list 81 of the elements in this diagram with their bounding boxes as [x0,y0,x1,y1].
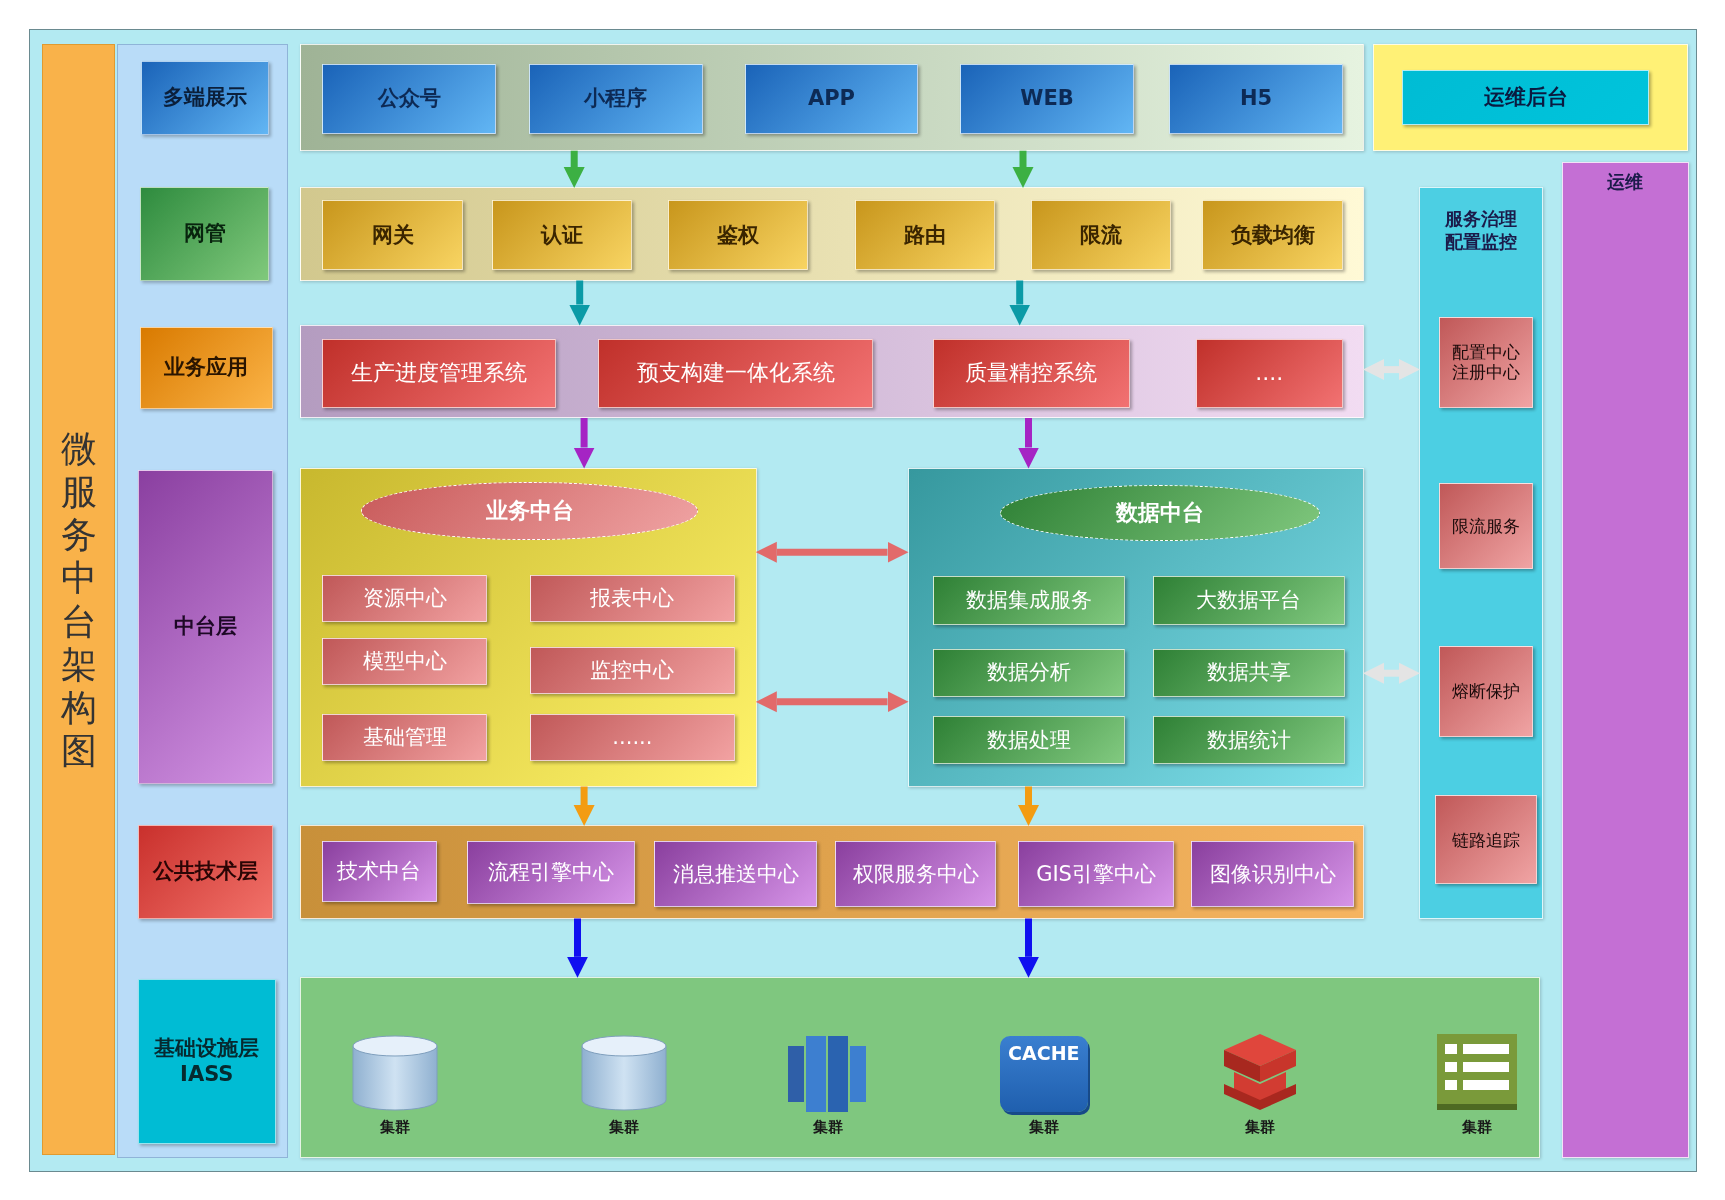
module-box: 预支构建一体化系统 [598,338,874,408]
layer-panel [300,976,1540,1159]
module-box: 监控中心 [530,646,735,694]
module-box: 链路追踪 [1435,795,1537,885]
arrow [1012,150,1034,188]
module-box: 质量精控系统 [932,338,1130,408]
module-box: 负载均衡 [1202,200,1343,271]
module-box: 消息推送中心 [654,841,818,908]
module-box: 大数据平台 [1152,576,1346,625]
arrow [563,150,585,188]
layer-panel [907,467,1364,787]
arrow [755,541,909,563]
module-box: 配置中心注册中心 [1438,316,1534,408]
layer-label: 基础设施层 IASS [137,979,277,1144]
module-box: 网关 [322,200,463,271]
module-box: 数据共享 [1152,648,1346,698]
cluster-label: 集群 [813,1118,844,1138]
icon-text: CACHE [1008,1042,1080,1065]
module-box: WEB [960,63,1134,135]
arrow [1363,359,1420,381]
layer-panel [1372,44,1689,151]
cluster-label: 集群 [1028,1118,1059,1138]
layer-panel [300,467,757,787]
arrow [1018,418,1039,469]
layer-label: 网管 [139,187,270,281]
module-box: APP [744,63,919,135]
layer-panel [1562,161,1689,1159]
cluster-label: 集群 [1245,1118,1276,1138]
module-box: 技术中台 [322,841,437,902]
arrow [567,918,588,978]
module-box: 数据分析 [932,648,1126,698]
arrow [1018,786,1039,826]
platform-ellipse: 数据中台 [999,485,1320,542]
platform-ellipse: 业务中台 [360,481,699,540]
arrow [1363,662,1420,684]
layer-panel [300,324,1364,418]
layer-panel [300,187,1364,281]
module-box: 生产进度管理系统 [322,338,557,408]
module-box: 运维后台 [1402,70,1649,126]
panel-heading: 运维 [1606,170,1645,194]
arrow [1018,918,1039,978]
module-box: 路由 [854,200,996,271]
module-box: .... [1195,338,1343,408]
module-box: ...... [530,713,735,762]
module-box: 限流 [1030,200,1172,271]
layer-panel [300,825,1364,919]
arrow [573,418,595,469]
module-box: 数据处理 [932,716,1126,765]
layer-label: 业务应用 [139,326,273,410]
module-box: GIS引擎中心 [1018,841,1174,908]
layer-label: 多端展示 [140,60,270,136]
layer-label: 中台层 [137,469,273,785]
arrow [1009,280,1031,326]
cluster-label: 集群 [1462,1118,1493,1138]
module-box: H5 [1169,63,1343,135]
arrow [569,280,591,326]
module-box: 鉴权 [667,200,809,271]
module-box: 认证 [491,200,633,271]
arrow [573,786,595,826]
module-box: 数据集成服务 [932,576,1126,625]
panel-heading: 服务治理配置监控 [1444,208,1519,253]
title-band [41,44,116,1155]
module-box: 报表中心 [530,575,735,623]
module-box: 图像识别中心 [1191,841,1354,908]
module-box: 权限服务中心 [834,841,997,908]
module-box: 公众号 [322,63,496,135]
vertical-title: 微服务中台架构图 [60,426,97,773]
module-box: 限流服务 [1438,482,1534,569]
module-box: 模型中心 [322,637,488,686]
module-box: 数据统计 [1152,716,1346,765]
module-box: 流程引擎中心 [467,841,635,905]
module-box: 熔断保护 [1438,645,1534,737]
arrow [755,691,909,713]
cluster-label: 集群 [379,1118,410,1138]
cluster-label: 集群 [608,1118,639,1138]
layer-panel [1419,187,1544,919]
module-box: 小程序 [529,63,703,135]
layer-panel [300,44,1364,151]
module-box: 资源中心 [322,575,488,623]
module-box: 基础管理 [322,713,488,762]
layer-label: 公共技术层 [137,825,273,919]
